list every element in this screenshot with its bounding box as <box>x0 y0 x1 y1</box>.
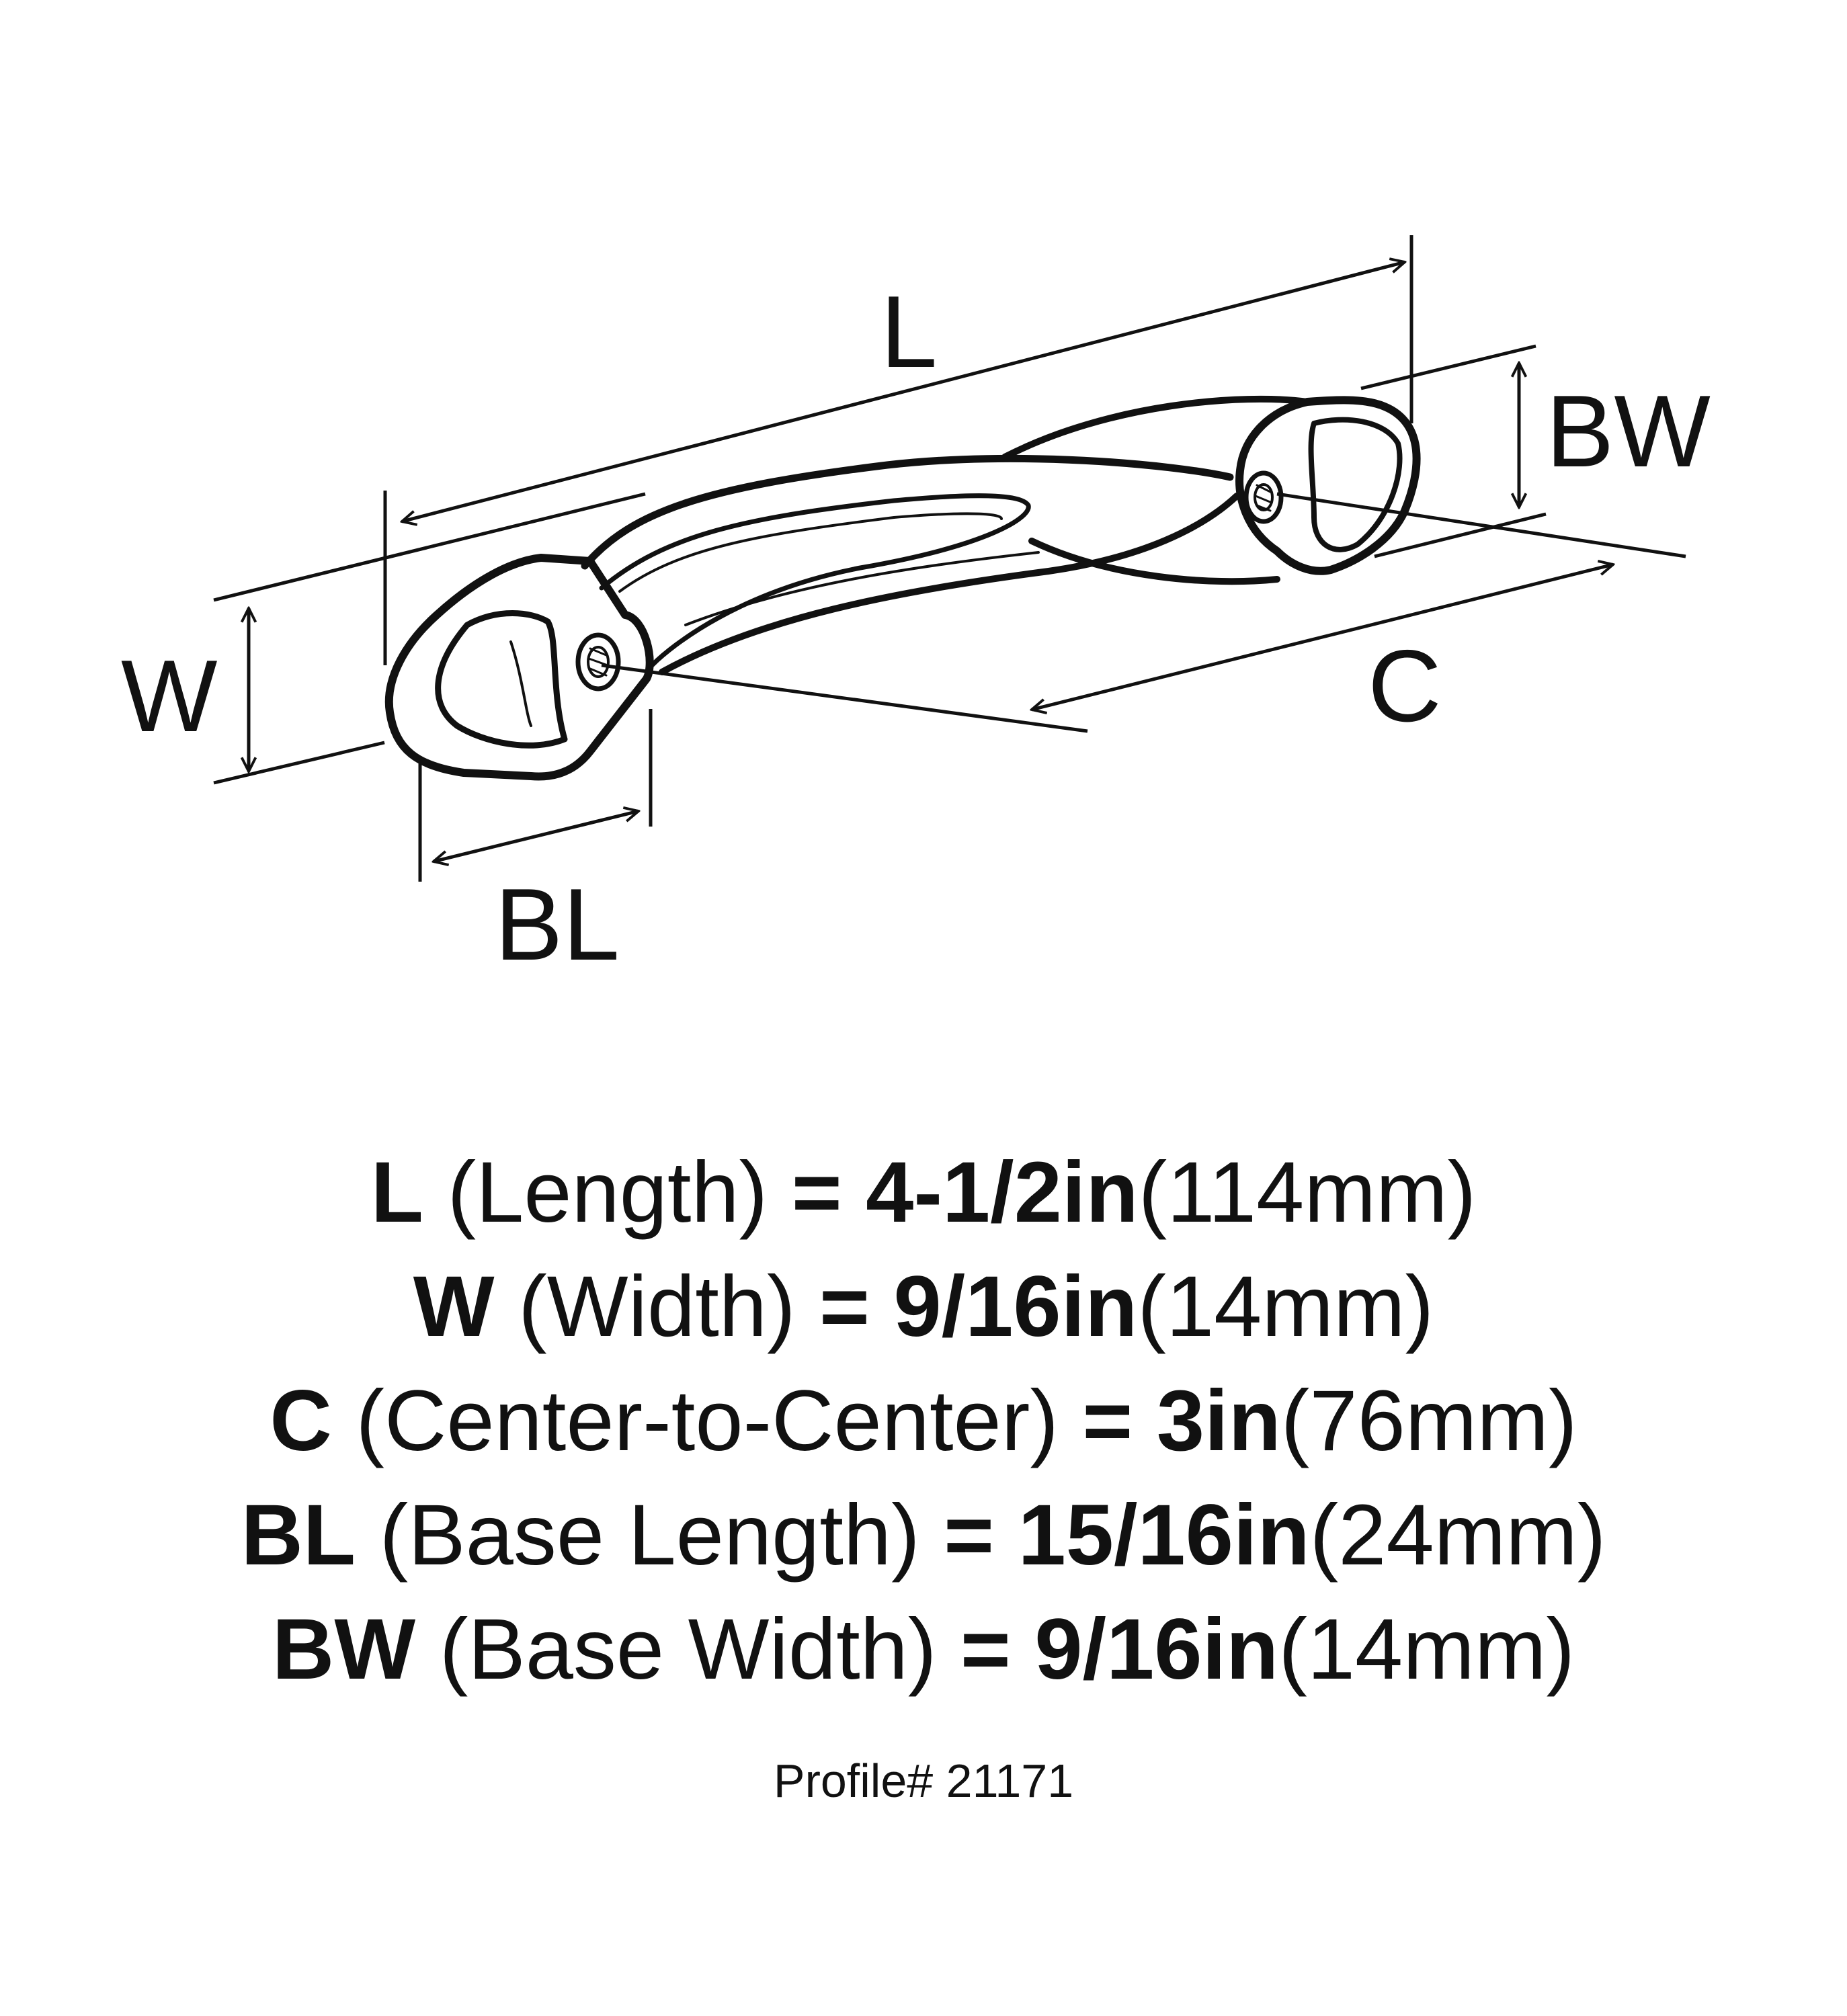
spec-description: (Base Width) <box>439 1601 937 1697</box>
spec-line-length: L (Length) = 4-1/2in(114mm) <box>0 1136 1847 1250</box>
pull-handle-diagram: L BW W C BL <box>121 235 1711 982</box>
spec-description: (Base Length) <box>379 1487 920 1583</box>
dimension-label-width: W <box>121 639 218 753</box>
spec-code: L <box>370 1144 423 1241</box>
spec-line-center-to-center: C (Center-to-Center) = 3in(76mm) <box>0 1364 1847 1478</box>
spec-value-metric: (14mm) <box>1137 1259 1434 1355</box>
spec-equals: = <box>960 1601 1011 1697</box>
spec-equals: = <box>791 1144 842 1241</box>
spec-value-metric: (24mm) <box>1309 1487 1606 1583</box>
dimension-label-center-to-center: C <box>1368 629 1442 743</box>
spec-description: (Length) <box>447 1144 768 1241</box>
arrow-C <box>1032 564 1613 710</box>
dimension-label-length: L <box>880 275 938 389</box>
spec-value-imperial: 9/16in <box>893 1259 1138 1355</box>
spec-line-base-length: BL (Base Length) = 15/16in(24mm) <box>0 1478 1847 1593</box>
dimension-specs: L (Length) = 4-1/2in(114mm) W (Width) = … <box>0 1136 1847 1707</box>
spec-value-imperial: 15/16in <box>1018 1487 1310 1583</box>
extension-lines <box>213 235 1686 882</box>
spec-value-imperial: 9/16in <box>1034 1601 1279 1697</box>
spec-description: (Center-to-Center) <box>356 1373 1059 1469</box>
spec-code: W <box>413 1259 495 1355</box>
spec-equals: = <box>819 1259 870 1355</box>
dimension-arrows <box>249 262 1613 862</box>
spec-value-metric: (114mm) <box>1138 1144 1477 1241</box>
spec-description: (Width) <box>518 1259 796 1355</box>
spec-line-width: W (Width) = 9/16in(14mm) <box>0 1250 1847 1364</box>
spec-value-imperial: 3in <box>1156 1373 1281 1469</box>
dimension-label-base-length: BL <box>495 868 620 982</box>
spec-value-metric: (14mm) <box>1278 1601 1575 1697</box>
spec-equals: = <box>944 1487 995 1583</box>
spec-value-metric: (76mm) <box>1280 1373 1577 1469</box>
arrow-L <box>402 262 1405 521</box>
spec-line-base-width: BW (Base Width) = 9/16in(14mm) <box>0 1593 1847 1707</box>
drawer-pull-handle-icon <box>213 235 1686 882</box>
dimension-label-base-width: BW <box>1546 374 1711 489</box>
spec-code: C <box>270 1373 332 1469</box>
spec-equals: = <box>1082 1373 1133 1469</box>
spec-code: BW <box>272 1601 416 1697</box>
handle-body <box>384 395 1421 781</box>
arrow-BL <box>434 811 639 862</box>
spec-code: BL <box>241 1487 356 1583</box>
profile-number: Profile# 21171 <box>773 1755 1074 1807</box>
spec-value-imperial: 4-1/2in <box>866 1144 1139 1241</box>
